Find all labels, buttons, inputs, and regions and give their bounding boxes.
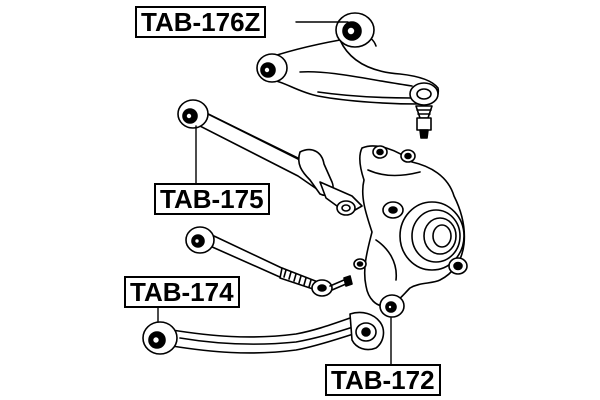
trailing-arm xyxy=(195,109,363,216)
bushing-trailing-arm xyxy=(177,99,209,129)
leader-lines xyxy=(157,21,392,365)
bushing-lateral-link xyxy=(185,226,215,254)
lateral-link xyxy=(209,235,353,297)
part-label-tab-174[interactable]: TAB-174 xyxy=(124,276,240,308)
upper-control-arm xyxy=(261,33,440,139)
knuckle-hub xyxy=(353,145,468,308)
bushing-upper-rear xyxy=(335,12,375,48)
bushing-lower-arm xyxy=(142,321,178,355)
lower-control-arm xyxy=(171,311,385,354)
bushing-upper-front xyxy=(256,53,288,83)
part-label-tab-176z[interactable]: TAB-176Z xyxy=(135,6,267,38)
bushing-knuckle-lower xyxy=(379,294,405,318)
part-label-tab-172[interactable]: TAB-172 xyxy=(325,364,441,396)
part-label-tab-175[interactable]: TAB-175 xyxy=(154,183,270,215)
